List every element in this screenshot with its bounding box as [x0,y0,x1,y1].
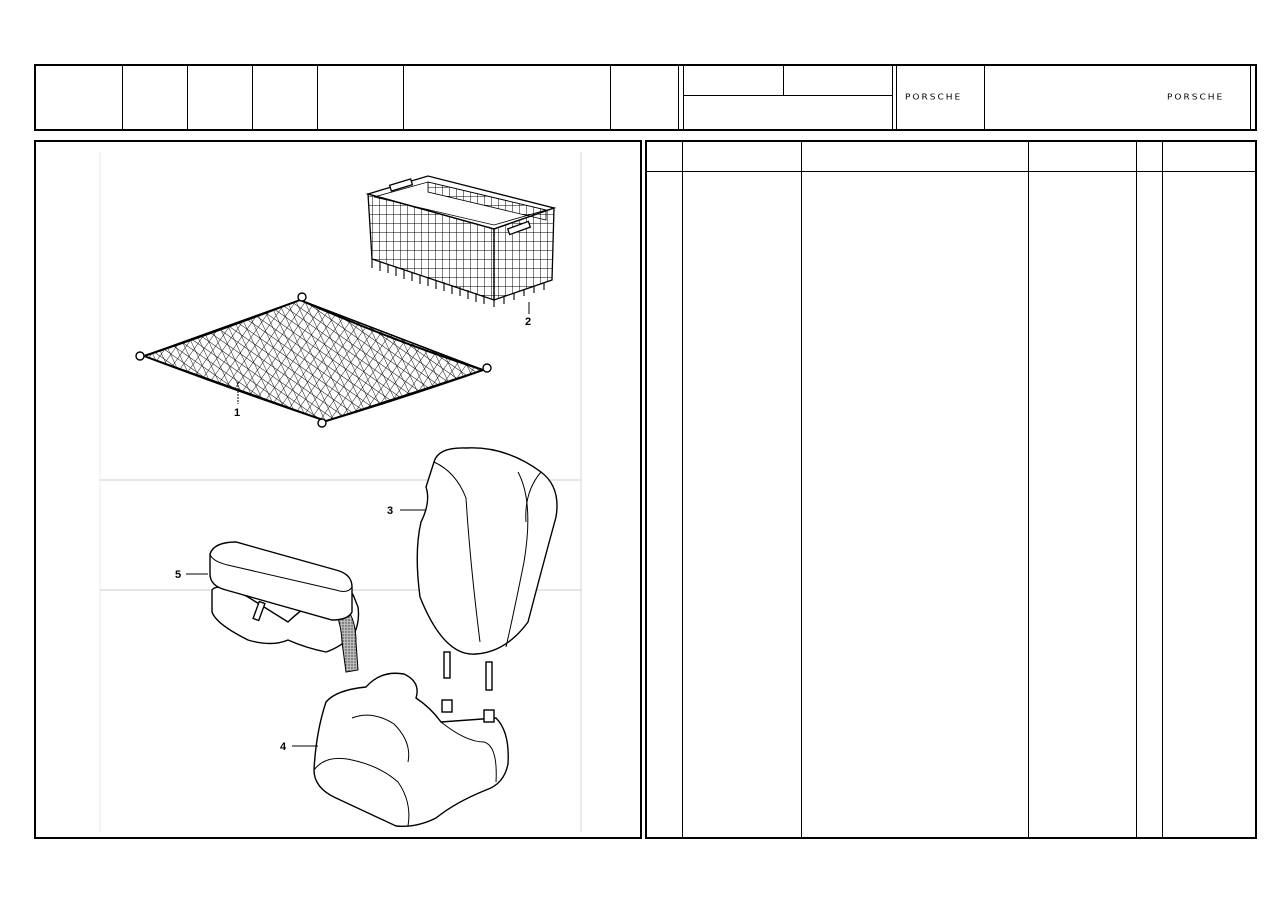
title-divider [122,66,123,129]
title-divider [317,66,318,129]
title-divider [984,66,985,129]
title-divider [678,66,679,129]
callout-4: 4 [280,741,287,753]
storage-basket-part [365,175,557,307]
brand-logo-right: PORSCHE [1167,93,1225,103]
parts-table-header-rule [647,171,1255,172]
cargo-net-part [135,292,492,428]
title-divider [896,66,897,129]
callout-1: 1 [234,407,240,419]
brand-logo-left: PORSCHE [905,93,963,103]
title-block: PORSCHE PORSCHE [34,64,1257,131]
parts-table-column-divider [682,142,683,837]
illustration-panel: 2 1 3 [34,140,642,839]
title-divider [403,66,404,129]
title-split-rule [684,95,892,96]
title-divider [783,66,784,95]
exploded-parts-illustration: 2 1 3 [99,152,582,832]
callout-2: 2 [525,316,531,328]
title-split-cell [684,66,892,129]
title-divider [610,66,611,129]
title-divider [252,66,253,129]
armrest-cushion-part [209,541,360,673]
title-divider [892,66,893,129]
callout-5: 5 [175,569,181,581]
parts-table-panel [645,140,1257,839]
title-divider [683,66,684,129]
parts-table-column-divider [1136,142,1137,837]
seat-backrest-part [416,447,558,691]
callout-3: 3 [387,505,393,517]
parts-table-column-divider [801,142,802,837]
seat-cushion-part [313,672,509,828]
title-divider [1250,66,1251,129]
title-divider [187,66,188,129]
parts-table-column-divider [1162,142,1163,837]
parts-table-column-divider [1028,142,1029,837]
